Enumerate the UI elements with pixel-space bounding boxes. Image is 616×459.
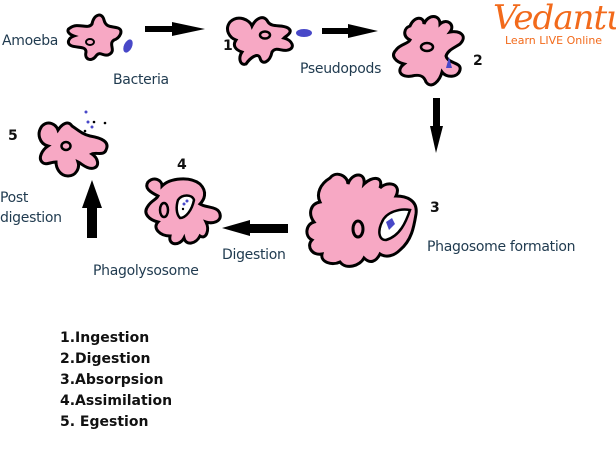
bacteria [296, 29, 312, 37]
label-pseudopods: Pseudopods [300, 61, 382, 77]
amoeba-stage-5 [37, 110, 109, 178]
step-item: 4.Assimilation [60, 393, 173, 409]
arrow-right-icon [145, 22, 205, 36]
stage-number-2: 2 [473, 53, 483, 69]
stage-number-4: 4 [177, 157, 187, 173]
step-item: 1.Ingestion [60, 330, 150, 346]
arrow-down-icon [430, 98, 443, 153]
stage-number-3: 3 [430, 200, 440, 216]
stage-number-5: 5 [8, 128, 18, 144]
arrow-right-icon [322, 24, 378, 38]
label-phagolysosome: Phagolysosome [93, 263, 199, 279]
brand-logo: Vedantu [493, 0, 616, 38]
arrow-up-icon [82, 180, 102, 238]
amoeba-stage-1 [226, 16, 294, 66]
label-bacteria: Bacteria [113, 72, 169, 88]
label-phagosome-formation: Phagosome formation [427, 239, 576, 255]
amoeba-stage-3 [305, 172, 418, 268]
label-post-digestion-line1: Post [0, 190, 29, 206]
arrow-left-icon [222, 220, 288, 236]
label-post-digestion-line2: digestion [0, 210, 62, 226]
step-item: 5. Egestion [60, 414, 149, 430]
step-item: 3.Absorpsion [60, 372, 164, 388]
stage-number-1: 1 [223, 38, 233, 54]
amoeba-stage-2 [392, 15, 465, 87]
brand-tagline: Learn LIVE Online [505, 34, 603, 47]
step-item: 2.Digestion [60, 351, 151, 367]
steps-list: 1.Ingestion 2.Digestion 3.Absorpsion 4.A… [60, 328, 172, 433]
amoeba-stage-4 [144, 177, 222, 246]
label-amoeba: Amoeba [2, 33, 59, 49]
amoeba-initial [66, 13, 123, 61]
bacteria [123, 39, 133, 53]
label-digestion: Digestion [222, 247, 286, 263]
